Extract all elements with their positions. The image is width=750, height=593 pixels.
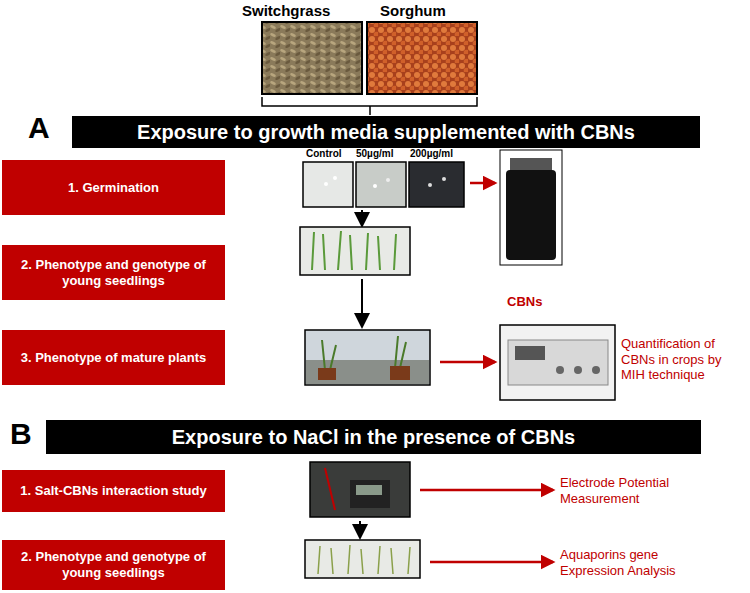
step-box: 1. Salt-CBNs interaction study <box>2 470 225 512</box>
callout-text: Quantification of CBNs in crops by MIH t… <box>621 336 747 383</box>
mature-plants-photo <box>305 330 430 385</box>
callout-text: Aquaporins gene Expression Analysis <box>560 547 710 578</box>
crop-name: Sorghum <box>380 2 446 20</box>
box-text: 3. Phenotype of mature plants <box>21 350 207 366</box>
bracket <box>262 97 477 115</box>
section-band: Exposure to growth media supplemented wi… <box>72 116 700 148</box>
electrode-photo <box>310 462 410 517</box>
callout-text: CBNs <box>507 294 542 310</box>
step-box: 2. Phenotype and genotype of young seedl… <box>2 540 225 590</box>
dose-label: 50µg/ml <box>356 148 393 160</box>
seedlings-photo <box>300 227 410 275</box>
mih-instrument-photo <box>500 325 615 400</box>
petri-dishes <box>303 162 464 207</box>
sorghum-photo <box>367 22 477 94</box>
step-box: 3. Phenotype of mature plants <box>2 330 225 385</box>
box-text: 2. Phenotype and genotype of young seedl… <box>8 549 219 580</box>
callout-text: Electrode Potential Measurement <box>560 475 690 506</box>
step-box: 1. Germination <box>2 160 225 215</box>
panel-letter: A <box>28 110 50 146</box>
dose-label: Control <box>306 148 342 160</box>
box-text: 1. Salt-CBNs interaction study <box>20 483 206 499</box>
panel-letter: B <box>10 416 32 452</box>
crop-name: Switchgrass <box>242 2 330 20</box>
box-text: Exposure to NaCl in the presence of CBNs <box>172 425 575 449</box>
cbn-vial-photo <box>500 150 562 265</box>
step-box: 2. Phenotype and genotype of young seedl… <box>2 245 225 300</box>
switchgrass-photo <box>262 22 362 94</box>
dose-label: 200µg/ml <box>410 148 453 160</box>
box-text: 1. Germination <box>68 180 159 196</box>
nacl-seedlings-photo <box>305 540 420 578</box>
box-text: Exposure to growth media supplemented wi… <box>137 120 635 144</box>
box-text: 2. Phenotype and genotype of young seedl… <box>8 257 219 288</box>
section-band: Exposure to NaCl in the presence of CBNs <box>46 420 701 454</box>
